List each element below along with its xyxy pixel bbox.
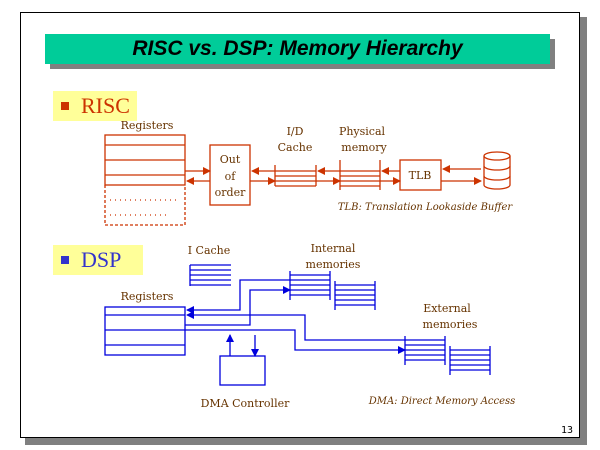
- out-of-order-box: [209, 144, 251, 206]
- id-cache-block: [274, 165, 317, 187]
- cache-label-1: I/D: [287, 125, 304, 138]
- tlb-note: TLB: Translation Lookaside Buffer: [338, 202, 514, 213]
- risc-heading-text: RISC: [81, 93, 130, 118]
- internal-memory-bank-1: [289, 271, 331, 300]
- dma-controller-box: [219, 355, 266, 386]
- internal-memories-label-1: Internal: [311, 242, 356, 255]
- wire-external-to-registers: [186, 311, 405, 341]
- wire-registers-to-external: [185, 329, 406, 354]
- risc-registers-label: Registers: [121, 119, 174, 132]
- slide-title: RISC vs. DSP: Memory Hierarchy: [45, 34, 550, 64]
- tlb-box: [399, 159, 442, 191]
- page-number: 13: [560, 425, 573, 436]
- dsp-registers-label: Registers: [121, 290, 174, 303]
- dsp-heading-text: DSP: [81, 247, 122, 272]
- physical-memory-block: [339, 160, 381, 190]
- bullet-icon: [61, 102, 69, 110]
- external-memory-bank-1: [404, 336, 446, 365]
- ooo-label-3: order: [215, 186, 246, 199]
- tlb-label: TLB: [409, 169, 432, 182]
- icache-block: [189, 264, 231, 286]
- dma-controller-label: DMA Controller: [201, 397, 290, 410]
- external-memories-label-1: External: [423, 302, 471, 315]
- internal-memories-label-2: memories: [306, 258, 361, 271]
- dsp-register-file: [104, 306, 186, 356]
- internal-memory-bank-2: [334, 281, 376, 310]
- disk-storage-icon: [483, 151, 511, 190]
- bullet-icon: [61, 256, 69, 264]
- slide-frame: [20, 12, 580, 438]
- ooo-label-2: of: [225, 170, 237, 183]
- icache-label: I Cache: [188, 244, 231, 257]
- cache-label-2: Cache: [278, 141, 313, 154]
- physical-memory-label-2: memory: [341, 141, 387, 154]
- wire-internal-to-registers: [186, 279, 290, 314]
- external-memory-bank-2: [449, 346, 491, 375]
- risc-heading: RISC: [53, 91, 137, 121]
- risc-diagram: Registers Out of order I/D Cache: [104, 119, 514, 226]
- ooo-label-1: Out: [220, 153, 241, 166]
- external-memories-label-2: memories: [423, 318, 478, 331]
- risc-register-file: [104, 134, 186, 226]
- wire-registers-to-internal: [185, 286, 291, 326]
- physical-memory-label-1: Physical: [339, 125, 386, 138]
- dsp-diagram: I Cache Registers Internal memories: [104, 242, 516, 410]
- dsp-heading: DSP: [53, 245, 143, 275]
- dma-note: DMA: Direct Memory Access: [368, 396, 516, 407]
